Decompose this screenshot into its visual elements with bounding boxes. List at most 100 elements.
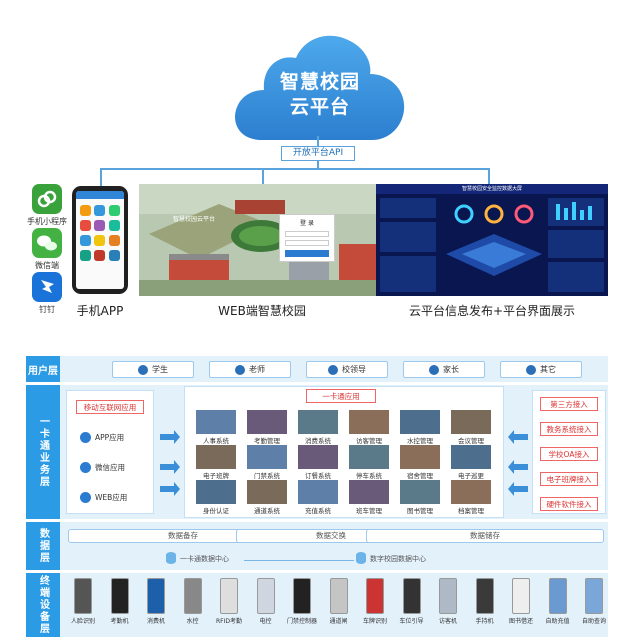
module-label: 班车管理: [356, 507, 382, 515]
login-username-field: [285, 231, 329, 237]
terminal-device: 通道闸: [320, 578, 358, 625]
data-link-line: [244, 560, 354, 561]
open-api-label: 开放平台API: [281, 146, 355, 161]
left-arrows: [160, 430, 180, 496]
module-thumbnail: [349, 445, 389, 469]
module-thumbnail: [451, 445, 491, 469]
connector-line: [317, 161, 319, 169]
dingtalk-icon: [32, 272, 62, 302]
platform-title-line1: 智慧校园: [279, 71, 360, 93]
module-item: 宿舍管理: [400, 445, 440, 480]
one-card-app-title: 一卡通应用: [306, 389, 376, 403]
bigscreen-title: 智慧校园安全监控数据大屏: [461, 186, 522, 192]
bigscreen-dashboard-screenshot: 智慧校园安全监控数据大屏: [376, 184, 608, 296]
arrow-left-icon: [508, 460, 528, 474]
side-label: 微信应用: [95, 462, 125, 472]
bigscreen-caption: 云平台信息发布+平台界面展示: [408, 304, 576, 318]
terminal-device: 电控: [247, 578, 285, 625]
device-icon: [475, 578, 494, 614]
dingtalk-label: 钉钉: [39, 305, 55, 314]
app-icon: [80, 431, 91, 443]
module-label: 订餐系统: [305, 472, 331, 480]
module-label: 门禁系统: [254, 472, 280, 480]
module-label: 身份认证: [203, 507, 229, 515]
right-arrows: [508, 430, 528, 496]
module-thumbnail: [247, 445, 287, 469]
module-thumbnail: [247, 480, 287, 504]
one-card-app-panel: [184, 386, 504, 518]
device-label: 通道闸: [329, 618, 348, 625]
connector-line: [100, 168, 489, 170]
module-thumbnail: [349, 480, 389, 504]
module-item: 人事系统: [196, 410, 236, 445]
module-thumbnail: [400, 445, 440, 469]
app-tile: [94, 205, 106, 216]
terminal-device: 水控: [174, 578, 212, 625]
parent-icon: [429, 364, 439, 375]
digital-campus-data-center: 数字校园数据中心: [370, 555, 426, 563]
third-party-item: 电子班牌接入: [540, 472, 598, 486]
module-item: 档案管理: [451, 480, 491, 515]
module-thumbnail: [451, 410, 491, 434]
device-label: 图书借还: [508, 618, 533, 625]
module-item: 班车管理: [349, 480, 389, 515]
data-storage-pill: 数据储存: [366, 529, 604, 543]
user-label: 老师: [249, 365, 265, 374]
terminal-device: 消费机: [137, 578, 175, 625]
other-icon: [526, 364, 536, 375]
device-label: 访客机: [438, 618, 457, 625]
terminal-device: RFID考勤: [210, 578, 248, 625]
web-application: WEB应用: [80, 490, 150, 504]
connector-line: [262, 168, 264, 184]
user-label: 其它: [540, 365, 556, 374]
module-thumbnail: [400, 410, 440, 434]
module-label: 考勤管理: [254, 437, 280, 445]
web-screen-title: 智慧校园云平台: [173, 216, 216, 223]
device-label: 电控: [259, 618, 272, 625]
arrow-right-icon: [160, 430, 180, 444]
module-label: 消费系统: [305, 437, 331, 445]
terminal-device: 考勤机: [101, 578, 139, 625]
phone-status-bar: [76, 191, 124, 199]
app-tile: [80, 220, 92, 231]
module-label: 宿舍管理: [407, 472, 433, 480]
device-label: 门禁控制器: [286, 618, 317, 625]
module-thumbnail: [196, 410, 236, 434]
user-teacher: 老师: [209, 361, 291, 378]
arrow-right-icon: [160, 460, 180, 474]
device-icon: [220, 578, 238, 614]
user-other: 其它: [500, 361, 582, 378]
device-label: 车牌识别: [362, 618, 387, 625]
device-label: 消费机: [146, 618, 165, 625]
device-label: 自助查询: [581, 618, 606, 625]
module-thumbnail: [451, 480, 491, 504]
wechat-application: 微信应用: [80, 460, 150, 474]
device-icon: [293, 578, 311, 614]
user-parent: 家长: [403, 361, 485, 378]
student-icon: [138, 364, 148, 375]
module-thumbnail: [196, 480, 236, 504]
side-label: WEB应用: [95, 492, 128, 502]
module-item: 电子巡更: [451, 445, 491, 480]
module-item: 充值系统: [298, 480, 338, 515]
module-label: 访客管理: [356, 437, 382, 445]
mini-program-icon: [32, 184, 62, 214]
third-party-title: 第三方接入: [540, 397, 598, 411]
module-item: 图书管理: [400, 480, 440, 515]
device-icon: [183, 578, 202, 614]
module-thumbnail: [298, 480, 338, 504]
wechat-small-icon: [80, 461, 91, 473]
module-label: 图书管理: [407, 507, 433, 515]
connector-line: [100, 168, 102, 186]
mobile-internet-title: 移动互联网应用: [76, 400, 144, 414]
module-item: 停车系统: [349, 445, 389, 480]
arrow-left-icon: [508, 482, 528, 496]
module-item: 门禁系统: [247, 445, 287, 480]
app-tile: [80, 205, 92, 216]
device-icon: [366, 578, 384, 614]
user-label: 校领导: [342, 365, 366, 374]
web-campus-screenshot: 智慧校园云平台 登 录: [139, 184, 385, 296]
module-item: 访客管理: [349, 410, 389, 445]
device-label: 人脸识别: [70, 618, 95, 625]
side-label: APP应用: [95, 432, 125, 442]
